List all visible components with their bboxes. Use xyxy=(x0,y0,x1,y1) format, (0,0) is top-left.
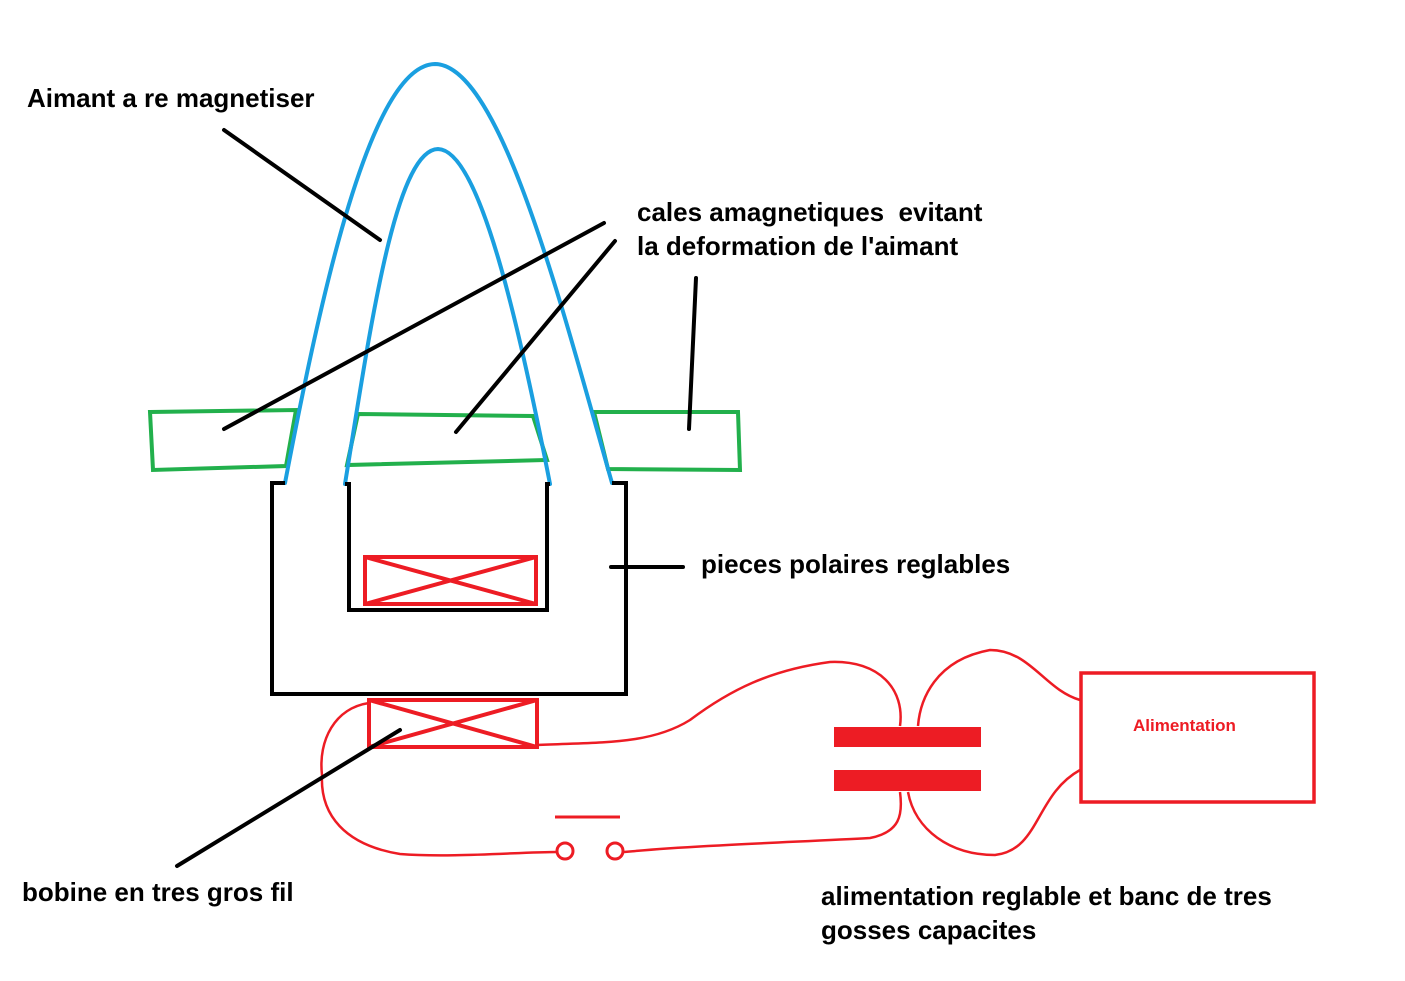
push-switch xyxy=(555,815,625,861)
circuit-wiring xyxy=(320,648,1081,857)
label-shims-line1: cales amagnetiques evitant xyxy=(637,197,983,227)
pole-frame-inner xyxy=(345,482,550,612)
leader-shim-middle xyxy=(454,239,617,434)
switch-contact-right xyxy=(605,841,625,861)
magnet-inner-arc xyxy=(343,146,552,486)
leader-lines xyxy=(175,128,698,868)
coil-lower xyxy=(367,698,539,749)
label-supply-line2: gosses capacites xyxy=(821,915,1036,945)
power-supply: Alimentation xyxy=(1079,671,1316,804)
label-pole-pieces: pieces polaires reglables xyxy=(701,549,1010,579)
leader-magnet xyxy=(222,128,382,242)
power-supply-label: Alimentation xyxy=(1133,716,1236,735)
label-supply-line1: alimentation reglable et banc de tres xyxy=(821,881,1272,911)
shim-left xyxy=(147,407,299,473)
capacitor-bank xyxy=(834,727,981,791)
wire-coil-to-switch xyxy=(320,701,558,857)
text-labels: Aimant a re magnetiser cales amagnetique… xyxy=(22,83,1272,945)
leader-coil xyxy=(175,728,402,868)
shim-middle xyxy=(344,411,550,468)
capacitor-plate-bottom xyxy=(834,770,981,791)
label-shims-line2: la deformation de l'aimant xyxy=(637,231,958,261)
wire-capacitor-to-supply-top xyxy=(916,648,1081,727)
switch-contact-left xyxy=(555,841,575,861)
leader-shim-left xyxy=(222,221,606,431)
pole-pieces xyxy=(270,481,628,696)
wire-capacitor-to-supply-bottom xyxy=(906,768,1081,857)
shim-right xyxy=(591,410,743,473)
wire-switch-to-capacitor xyxy=(623,791,903,854)
wire-coil-to-capacitor xyxy=(536,660,902,747)
leader-shim-right xyxy=(687,276,698,431)
magnet-outer-arc xyxy=(283,61,614,485)
power-supply-box xyxy=(1079,671,1316,804)
pole-frame-outer xyxy=(270,481,628,696)
capacitor-plate-top xyxy=(834,727,981,747)
horseshoe-magnet xyxy=(283,61,614,486)
label-magnet: Aimant a re magnetiser xyxy=(27,83,315,113)
coils xyxy=(363,555,539,749)
label-coil: bobine en tres gros fil xyxy=(22,877,294,907)
coil-inner xyxy=(363,555,538,606)
